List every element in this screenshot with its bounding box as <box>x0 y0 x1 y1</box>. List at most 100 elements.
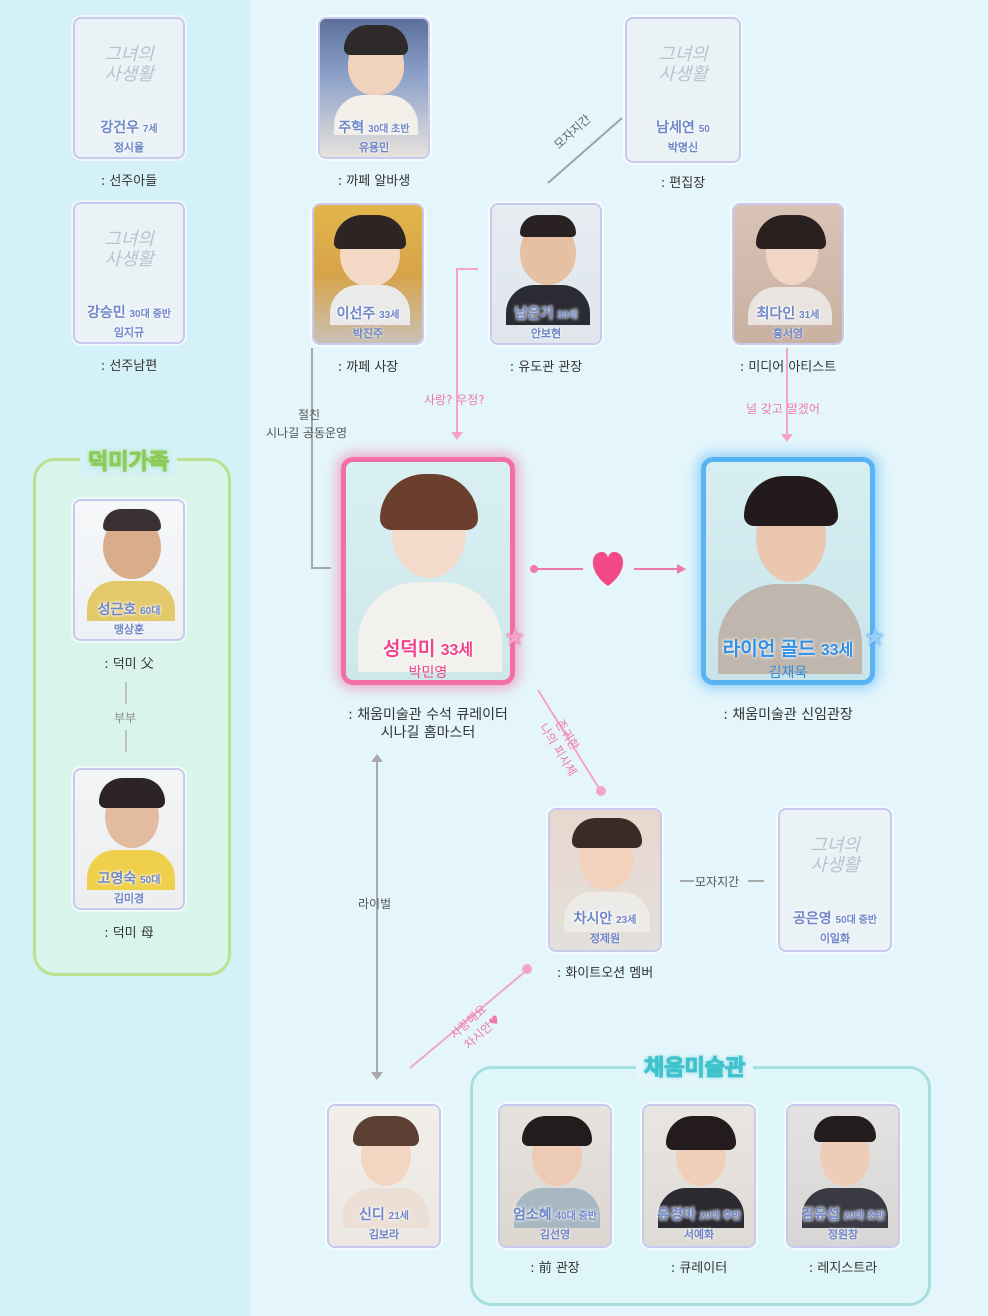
arrow-love-down <box>451 432 463 440</box>
actor-name: 홍서영 <box>772 327 804 340</box>
character-name: 공은영 50대 중반 <box>792 910 878 926</box>
line-mother-son-sian <box>680 880 694 882</box>
actor-name: 안보현 <box>530 327 562 340</box>
line-jealous-v <box>786 348 788 438</box>
character-name: 차시안 23세 <box>573 910 637 926</box>
role-kang-seungmin: : 선주남편 <box>100 359 158 374</box>
character-name: 이선주 33세 <box>336 305 400 321</box>
role-eom-sohye: : 前 관장 <box>530 1261 580 1276</box>
role-yoo-kyunga: : 큐레이터 <box>670 1261 728 1276</box>
photo-ju-hyeok <box>320 19 428 157</box>
photo-ryan-gold <box>706 462 870 680</box>
actor-name: 이일화 <box>819 932 851 945</box>
line-couple-top <box>125 682 127 704</box>
character-name: 주혁 30대 초반 <box>338 119 410 135</box>
line-love-h <box>456 268 478 270</box>
photo-nam-eungi <box>492 205 600 343</box>
character-name: 유경아 20대 후반 <box>656 1206 742 1222</box>
card-ryan-gold[interactable]: 라이언 골드 33세 김재욱 <box>701 457 875 685</box>
dot-love-sian-end <box>522 964 532 974</box>
photo-cha-sian <box>550 810 660 950</box>
label-love-friendship: 사랑? 우정? <box>424 393 485 407</box>
role-seong-deokmi-1: : 채움미술관 수석 큐레이터 <box>348 707 508 723</box>
actor-name: 정시율 <box>113 141 145 154</box>
actor-name: 맹상훈 <box>113 623 145 636</box>
arrow-rival-up <box>371 754 383 762</box>
actor-name: 서예화 <box>683 1228 715 1241</box>
role-cha-sian: : 화이트오션 멤버 <box>556 966 654 981</box>
photo-seong-deokmi <box>346 462 510 680</box>
role-kim-yusub: : 레지스트라 <box>808 1261 878 1276</box>
photo-kim-yusub <box>788 1106 898 1246</box>
character-name: 신디 21세 <box>359 1206 409 1222</box>
card-cindy[interactable]: 신디 21세 김보라 <box>327 1104 441 1248</box>
star-icon: ★ <box>864 623 886 651</box>
card-go-youngsook[interactable]: 고영숙 50대 김미경 <box>73 768 185 910</box>
line-love-v <box>456 268 458 438</box>
arrow-jealous-down <box>781 434 793 442</box>
role-kang-geonwoo: : 선주아들 <box>100 174 158 189</box>
actor-name: 김미경 <box>113 892 145 905</box>
actor-name: 정제원 <box>589 932 621 945</box>
character-name: 고영숙 50대 <box>97 870 161 886</box>
character-name: 최다인 31세 <box>756 305 820 321</box>
card-kim-yusub[interactable]: 김유섭 20대 초반 정원창 <box>786 1104 900 1248</box>
line-love-sian-diagonal <box>409 969 528 1069</box>
arrow-rival-down <box>371 1072 383 1080</box>
dot-heart-left <box>530 565 538 573</box>
role-choi-dain: : 미디어 아티스트 <box>739 360 837 375</box>
label-best-friend-1: 절친 <box>298 408 321 422</box>
character-name: 강승민 30대 중반 <box>86 304 172 320</box>
actor-name: 유용민 <box>358 141 390 154</box>
card-seong-deokmi[interactable]: 성덕미 33세 박민영 <box>341 457 515 685</box>
card-ju-hyeok[interactable]: 주혁 30대 초반 유용민 <box>318 17 430 159</box>
card-lee-sunju[interactable]: 이선주 33세 박진주 <box>312 203 424 345</box>
line-best-friend-v <box>311 348 313 568</box>
photo-lee-sunju <box>314 205 422 343</box>
line-couple-bottom <box>125 730 127 752</box>
line-rival-v <box>376 760 378 1075</box>
actor-name: 박진주 <box>352 327 384 340</box>
photo-eom-sohye <box>500 1106 610 1246</box>
role-ju-hyeok: : 까페 알바생 <box>337 174 411 189</box>
line-idol-diagonal <box>537 689 601 791</box>
role-lee-sunju: : 까페 사장 <box>337 360 399 375</box>
character-name: 남은기 33세 <box>514 305 578 321</box>
family-group-title: 덕미가족 <box>80 444 177 476</box>
character-name: 엄소혜 40대 중반 <box>512 1206 598 1222</box>
card-cha-sian[interactable]: 차시안 23세 정제원 <box>548 808 662 952</box>
line-mother-son-sian-2 <box>748 880 764 882</box>
label-mother-son-2: 모자지간 <box>695 875 740 889</box>
label-jealous: 널 갖고 말겠어 <box>746 402 820 416</box>
photo-cindy <box>329 1106 439 1246</box>
line-best-friend-h <box>311 567 331 569</box>
character-name: 남세연 50 <box>656 119 710 135</box>
line-mother-son-diagonal <box>547 117 623 184</box>
card-nam-eungi[interactable]: 남은기 33세 안보현 <box>490 203 602 345</box>
card-choi-dain[interactable]: 최다인 31세 홍서영 <box>732 203 844 345</box>
card-eom-sohye[interactable]: 엄소혜 40대 중반 김선영 <box>498 1104 612 1248</box>
actor-name: 김보라 <box>368 1228 400 1241</box>
actor-name: 박민영 <box>408 665 448 681</box>
museum-group-title: 채움미술관 <box>636 1050 754 1082</box>
dot-idol-end <box>596 786 606 796</box>
card-yoo-kyunga[interactable]: 유경아 20대 후반 서예화 <box>642 1104 756 1248</box>
card-seong-geunho[interactable]: 성근호 60대 맹상훈 <box>73 499 185 641</box>
arrow-heart-right <box>677 564 686 574</box>
label-couple: 부부 <box>114 711 137 725</box>
role-seong-deokmi-2: 시나길 홈마스터 <box>380 725 476 741</box>
character-name: 김유섭 20대 초반 <box>800 1206 886 1222</box>
character-name: 성근호 60대 <box>97 601 161 617</box>
photo-yoo-kyunga <box>644 1106 754 1246</box>
role-nam-eungi: : 유도관 관장 <box>509 360 583 375</box>
role-nam-seyeon: : 편집장 <box>660 176 706 191</box>
character-name: 라이언 골드 33세 <box>722 639 854 660</box>
